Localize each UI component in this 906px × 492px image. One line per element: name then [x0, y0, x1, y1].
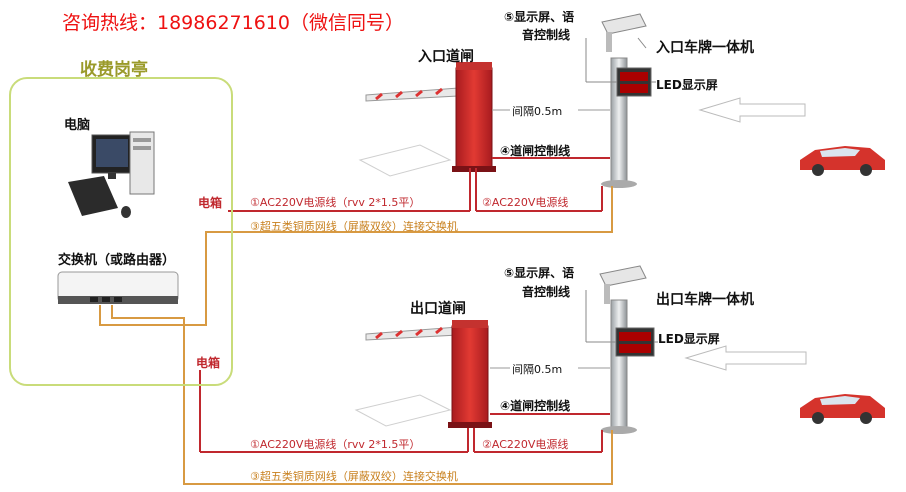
switch-label: 交换机（或路由器）	[58, 253, 176, 268]
exit-led-label: LED显示屏	[658, 332, 720, 346]
exit-gate-label: 出口道闸	[410, 301, 466, 317]
exit-display-line-label-2: 音控制线	[522, 285, 571, 299]
exit-display-line-label-1: ⑤显示屏、语	[504, 266, 575, 280]
exit-direction-arrow	[684, 345, 807, 371]
exit-network-line-label: ③超五类铜质网线（屏蔽双绞）连接交换机	[250, 470, 458, 483]
entrance-network-line-label: ③超五类铜质网线（屏蔽双绞）连接交换机	[250, 220, 458, 233]
toll-booth-title: 收费岗亭	[80, 60, 148, 80]
exit-gate-cabinet	[448, 320, 492, 428]
exit-gate-control-label: ④道闸控制线	[500, 399, 571, 413]
exit-barrier-arm	[365, 326, 459, 341]
entrance-barrier-arm	[365, 87, 459, 102]
entrance-display-control-line	[585, 38, 617, 83]
toll-booth-box	[9, 77, 233, 386]
exit-lpr-pole	[599, 265, 655, 434]
exit-power-line-label: ①AC220V电源线（rvv 2*1.5平）	[250, 438, 421, 451]
entrance-power-line-label: ①AC220V电源线（rvv 2*1.5平）	[250, 196, 421, 209]
exit-display-control-line	[585, 290, 616, 343]
exit-lpr-label: 出口车牌一体机	[656, 292, 754, 308]
entrance-power-cable	[228, 157, 610, 212]
exit-road-marking	[354, 394, 452, 427]
entrance-power-box-label: 电箱	[198, 196, 223, 210]
exit-power-box-label: 电箱	[196, 356, 221, 370]
exit-car-icon	[800, 394, 885, 424]
entrance-lpr-label: 入口车牌一体机	[656, 40, 754, 56]
entrance-display-line-label-2: 音控制线	[522, 28, 571, 42]
entrance-lpr-pointer	[637, 37, 656, 83]
exit-interval-label: 间隔0.5m	[512, 363, 563, 376]
computer-icon	[68, 131, 155, 218]
entrance-direction-arrow	[698, 97, 806, 123]
entrance-road-marking	[358, 144, 452, 177]
entrance-network-cable	[99, 186, 613, 326]
entrance-interval-label: 间隔0.5m	[512, 105, 563, 118]
exit-power-line-2-label: ②AC220V电源线	[482, 438, 569, 451]
switch-icon	[57, 271, 179, 304]
entrance-car-icon	[800, 146, 885, 176]
entrance-gate-label: 入口道闸	[418, 49, 474, 65]
computer-label: 电脑	[64, 118, 91, 133]
exit-network-cable	[111, 305, 613, 485]
entrance-gate-control-label: ④道闸控制线	[500, 144, 571, 158]
entrance-power-line-2-label: ②AC220V电源线	[482, 196, 569, 209]
entrance-led-label: LED显示屏	[656, 78, 718, 92]
exit-power-cable	[199, 370, 610, 453]
hotline-text: 咨询热线：18986271610（微信同号）	[62, 12, 404, 34]
entrance-gate-cabinet	[452, 62, 496, 172]
entrance-lpr-pole	[601, 13, 652, 188]
entrance-display-line-label-1: ⑤显示屏、语	[504, 10, 575, 24]
